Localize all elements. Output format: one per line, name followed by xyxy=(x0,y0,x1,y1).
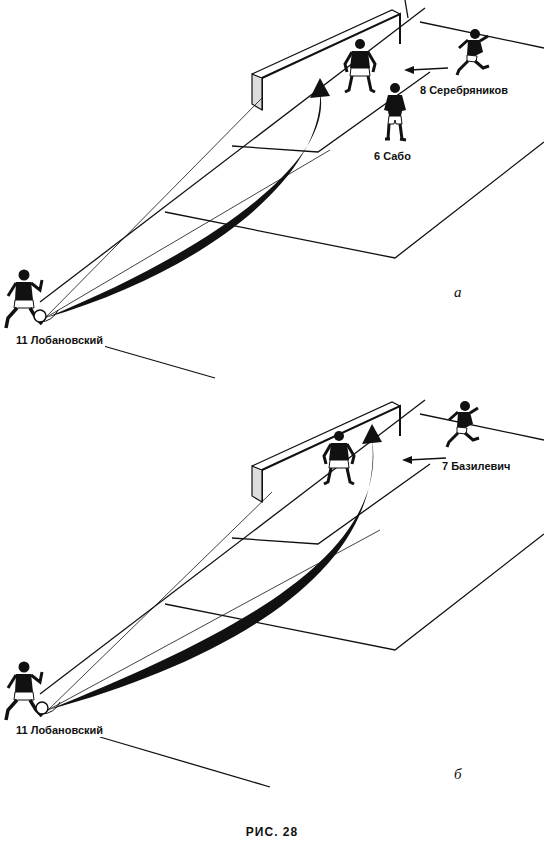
player-label: 8 Серебряников xyxy=(418,84,510,97)
player-label: 7 Базилевич xyxy=(440,460,512,473)
panel-letter: а xyxy=(452,286,464,299)
figure-caption: РИС. 28 xyxy=(244,826,300,839)
panel-letter: б xyxy=(452,768,464,781)
player-label: 11 Лобановский xyxy=(14,334,105,347)
player-label: 11 Лобановский xyxy=(14,724,105,737)
player-label: 6 Сабо xyxy=(372,150,413,163)
